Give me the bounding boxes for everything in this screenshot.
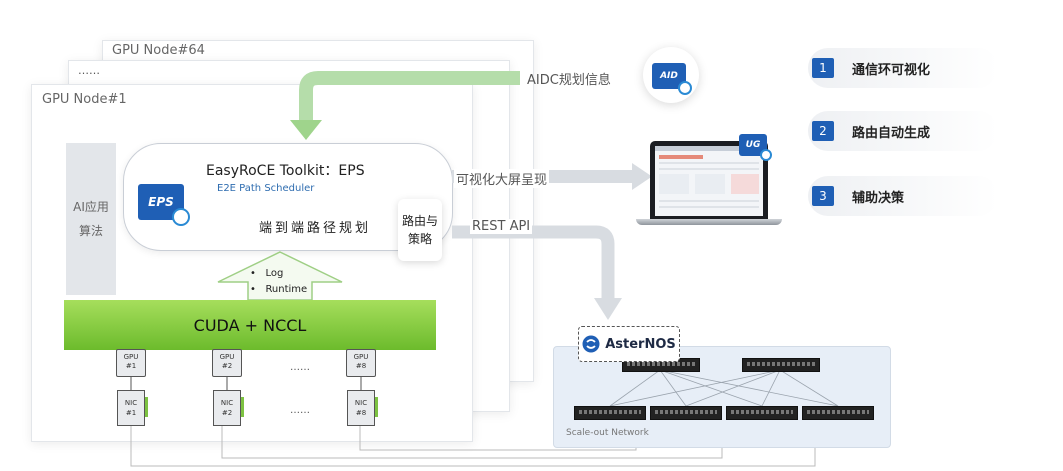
eps-subtitle: E2E Path Scheduler [217,183,315,194]
aid-icon-label: AID [660,71,678,81]
rest-api-label: REST API [470,219,533,234]
eps-route-text: 端到端路径规划 [259,221,372,236]
feature-1-text: 通信环可视化 [852,62,931,78]
aid-gear-icon [678,81,692,95]
ug-toolbox-icon: UG [739,134,772,161]
nic-8: NIC#8 [347,390,378,426]
aidc-arrow-label: AIDC规划信息 [527,73,611,88]
runtime-list: • Log • Runtime [250,266,307,298]
aid-toolbox-icon: AID [652,63,692,95]
ug-icon-label: UG [745,140,761,150]
feature-1: 1 通信环可视化 [808,48,998,88]
policy-line2: 策略 [407,232,432,246]
aid-icon-circle: AID [643,47,699,103]
cuda-nccl-bar: CUDA + NCCL [64,300,436,350]
eps-toolbox-icon: EPS [138,184,190,226]
laptop-screen [655,146,763,216]
visual-arrow-label: 可视化大屏呈现 [454,169,550,188]
gpu-chip-2: GPU#2 [212,349,242,377]
feature-2-number: 2 [812,121,834,141]
ai-algorithm-line2: 算法 [78,224,103,238]
ug-gear-icon [760,149,772,161]
eps-title: EasyRoCE Toolkit：EPS [206,163,365,179]
feature-2-text: 路由自动生成 [852,125,931,141]
gpu-nic-links [130,377,362,391]
routing-policy-box: 路由与策略 [398,199,442,261]
leaf-switch-2 [650,406,722,420]
asternos-label: AsterNOS [605,336,676,352]
ai-algorithm-box: AI应用算法 [66,143,116,295]
cuda-nccl-label: CUDA + NCCL [193,315,307,335]
eps-toolkit-box: EPS EasyRoCE Toolkit：EPS E2E Path Schedu… [123,143,453,251]
runtime-item-runtime: • Runtime [250,284,308,295]
eps-gear-icon [172,208,190,226]
gpu-chip-1: GPU#1 [116,349,146,377]
policy-line1: 路由与 [401,214,438,228]
ai-algorithm-line1: AI应用 [73,200,109,214]
runtime-item-log: • Log [250,268,284,279]
network-caption: Scale-out Network [566,428,649,438]
gpu-node-1-title: GPU Node#1 [42,92,127,107]
runtime-up-arrow [217,251,343,300]
feature-3: 3 辅助决策 [808,176,998,216]
feature-2: 2 路由自动生成 [808,111,998,151]
gpu-node-middle-dots: …… [78,64,100,77]
nic-dots: …… [290,405,310,416]
nic-2: NIC#2 [213,390,244,426]
leaf-switch-4 [802,406,874,420]
gpu-dots: …… [290,362,310,373]
feature-1-number: 1 [812,58,834,78]
feature-3-number: 3 [812,186,834,206]
nic-1: NIC#1 [117,390,148,426]
asternos-badge: AsterNOS [578,326,680,362]
spine-switch-2 [742,358,820,372]
asternos-logo-icon [582,335,600,353]
gpu-chip-8: GPU#8 [346,349,376,377]
eps-icon-label: EPS [148,195,174,209]
feature-3-text: 辅助决策 [852,190,905,206]
leaf-switch-3 [726,406,798,420]
laptop-base [636,219,782,225]
leaf-switch-1 [574,406,646,420]
gpu-node-64-title: GPU Node#64 [112,43,205,58]
